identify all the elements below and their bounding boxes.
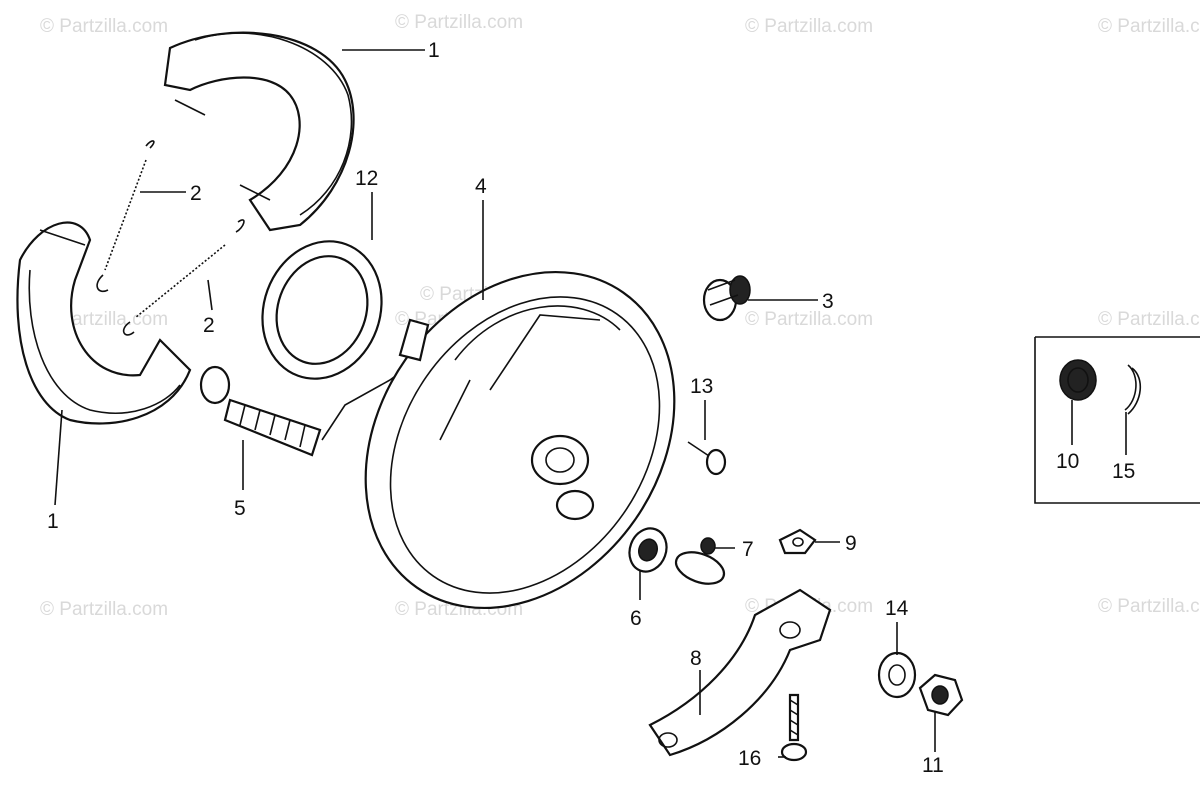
callout-12: 12 <box>355 167 378 190</box>
callout-1-lower: 1 <box>47 510 59 533</box>
bolt-13 <box>687 400 727 476</box>
seal-6 <box>628 527 668 600</box>
watermark: © Partzilla.com <box>40 599 168 620</box>
brake-arm-8 <box>648 588 832 757</box>
callout-5: 5 <box>234 497 246 520</box>
callout-11: 11 <box>922 754 944 777</box>
watermark: © Partzilla.com <box>745 309 873 330</box>
seal-12 <box>261 192 383 380</box>
nut-11 <box>918 673 964 752</box>
spring-upper <box>96 140 186 293</box>
callout-10: 10 <box>1056 450 1079 473</box>
watermark: © Partzilla.com <box>395 12 523 33</box>
brake-shoe-upper <box>163 31 425 232</box>
callout-8: 8 <box>690 647 702 670</box>
callout-14: 14 <box>885 597 909 620</box>
watermark-layer: © Partzilla.com © Partzilla.com © Partzi… <box>40 12 1200 620</box>
watermark: © Partzilla.com <box>745 16 873 37</box>
nut-9 <box>778 528 840 555</box>
brake-shoe-lower <box>16 221 192 506</box>
callout-6: 6 <box>630 607 642 630</box>
washer-14 <box>877 622 917 699</box>
callout-13: 13 <box>690 375 713 398</box>
watermark: © Partzilla.com <box>1098 16 1200 37</box>
callout-3: 3 <box>822 290 834 313</box>
spring-lower <box>122 219 245 336</box>
callout-2-upper: 2 <box>190 182 202 205</box>
bolt-16 <box>778 693 808 762</box>
callout-15: 15 <box>1112 460 1135 483</box>
callout-2-lower: 2 <box>203 314 215 337</box>
watermark: © Partzilla.com <box>1098 596 1200 617</box>
callout-9: 9 <box>845 532 857 555</box>
callout-16: 16 <box>738 747 761 770</box>
brake-panel <box>364 200 676 609</box>
washer-7 <box>674 537 735 585</box>
callout-7: 7 <box>742 538 754 561</box>
callout-4: 4 <box>475 175 487 198</box>
callout-1-upper: 1 <box>428 39 440 62</box>
watermark: © Partzilla.com <box>1098 309 1200 330</box>
bolt-3 <box>702 275 818 322</box>
inset-box <box>1034 336 1200 504</box>
brake-cam <box>199 364 411 490</box>
watermark: © Partzilla.com <box>40 16 168 37</box>
